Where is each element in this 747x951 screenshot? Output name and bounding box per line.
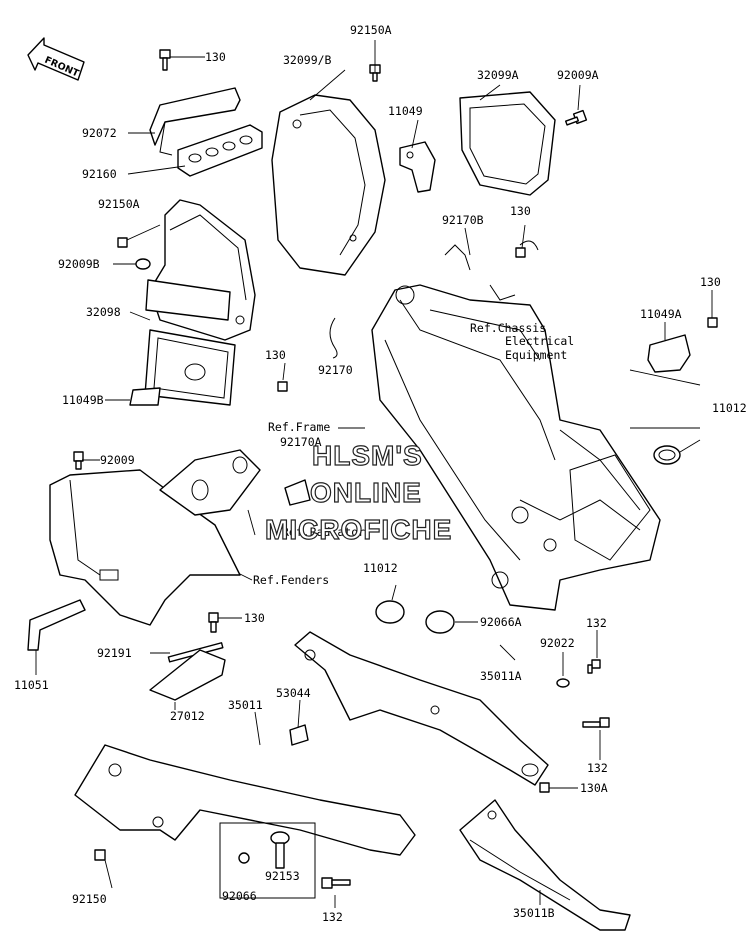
- bracket-35011b: [459, 799, 631, 931]
- label-92150: 92150: [72, 892, 107, 906]
- label-ref-fenders: Ref.Fenders: [253, 573, 329, 587]
- bolt-132-right-a: [587, 659, 601, 674]
- bracket-11049a: [647, 334, 691, 373]
- label-11049b: 11049B: [62, 393, 104, 407]
- label-130a: 130A: [580, 781, 608, 795]
- watermark: HLSM'S ONLINE MICROFICHE: [264, 439, 452, 545]
- battery-tray-11049b-plate: [145, 279, 231, 321]
- inset-box: [219, 822, 316, 899]
- label-27012: 27012: [170, 709, 205, 723]
- label-ref-equipment: Equipment: [505, 348, 567, 362]
- label-92191: 92191: [97, 646, 132, 660]
- bolt-130-lower: [208, 612, 219, 633]
- label-32098: 32098: [86, 305, 121, 319]
- label-53044: 53044: [276, 686, 311, 700]
- plug-11012-lower: [375, 600, 405, 624]
- bolt-92150a-left: [117, 237, 128, 248]
- label-92009a: 92009A: [557, 68, 599, 82]
- label-92066a: 92066A: [480, 615, 522, 629]
- label-132-c: 132: [322, 910, 343, 924]
- label-92022: 92022: [540, 636, 575, 650]
- bracket-27012: [149, 649, 226, 701]
- bolt-130-right: [707, 317, 718, 328]
- watermark-line-2: ONLINE: [310, 477, 422, 508]
- bolt-130-top: [159, 49, 171, 71]
- bolt-130-mid: [515, 247, 526, 258]
- label-130-lower: 130: [244, 611, 265, 625]
- label-130-left: 130: [265, 348, 286, 362]
- label-92160: 92160: [82, 167, 117, 181]
- fender-bracket: [49, 469, 241, 626]
- bolt-130-left-mid: [277, 381, 288, 392]
- leader-lines: [35, 40, 713, 908]
- side-cover-32099a: [459, 91, 556, 196]
- clamp-92170a: [284, 479, 311, 506]
- label-32099a: 32099A: [477, 68, 519, 82]
- label-92072: 92072: [82, 126, 117, 140]
- label-35011b: 35011B: [513, 906, 555, 920]
- battery-case-32098: [149, 199, 256, 341]
- label-130-mid: 130: [510, 204, 531, 218]
- label-ref-chassis: Ref.Chassis: [470, 321, 546, 335]
- label-ref-electrical: Electrical: [505, 334, 574, 348]
- label-130-right: 130: [700, 275, 721, 289]
- bolt-132-bottom: [321, 877, 351, 889]
- pad-53044: [289, 724, 309, 746]
- swing-arm-35011a: [294, 631, 549, 786]
- label-92150a-top: 92150A: [350, 23, 392, 37]
- side-cover-32099b: [271, 94, 386, 276]
- label-92170b: 92170B: [442, 213, 484, 227]
- holder-92160: [177, 124, 263, 177]
- plug-92066a: [425, 610, 455, 634]
- frame-main: [371, 284, 661, 611]
- clamp-92170b: [444, 240, 539, 301]
- watermark-line-3: MICROFICHE: [265, 514, 452, 545]
- bolt-92009a: [564, 109, 588, 126]
- label-35011: 35011: [228, 698, 263, 712]
- label-92170: 92170: [318, 363, 353, 377]
- label-11049: 11049: [388, 104, 423, 118]
- bolt-92009b: [135, 258, 151, 270]
- watermark-line-1: HLSM'S: [312, 440, 423, 471]
- bolt-132-right-b: [582, 717, 610, 728]
- label-130-top: 130: [205, 50, 226, 64]
- label-11012-lower: 11012: [363, 561, 398, 575]
- plug-11012-right: [653, 445, 681, 465]
- bracket-11049: [399, 141, 436, 193]
- bolt-92150-bottom: [94, 849, 106, 861]
- label-ref-radiator: Ref.Radiator: [282, 525, 365, 539]
- label-ref-frame: Ref.Frame: [268, 420, 330, 434]
- label-92009: 92009: [100, 453, 135, 467]
- bolt-92009: [73, 451, 84, 470]
- label-11049a: 11049A: [640, 307, 682, 321]
- label-132-a: 132: [586, 616, 607, 630]
- washer-92022: [556, 678, 570, 688]
- part-labels: 130 92072 92160 92150A 32099/B 11049 320…: [14, 23, 747, 924]
- bolt-130a: [539, 782, 550, 793]
- label-92009b: 92009B: [58, 257, 100, 271]
- label-35011a: 35011A: [480, 669, 522, 683]
- clamp-92170: [329, 317, 338, 359]
- label-11012-right: 11012: [712, 401, 747, 415]
- clip-11049b: [129, 387, 161, 406]
- radiator-cover: [159, 449, 261, 516]
- swing-arm-35011: [74, 744, 416, 856]
- battery-frame: [144, 329, 236, 406]
- label-32099b: 32099/B: [283, 53, 332, 67]
- label-92153: 92153: [265, 869, 300, 883]
- front-arrow-icon: FRONT: [27, 37, 85, 81]
- bracket-11051: [27, 599, 86, 651]
- label-132-b: 132: [587, 761, 608, 775]
- label-92150a-left: 92150A: [98, 197, 140, 211]
- label-11051: 11051: [14, 678, 49, 692]
- bracket-92072: [149, 87, 241, 156]
- label-92170a: 92170A: [280, 435, 322, 449]
- label-92066: 92066: [222, 889, 257, 903]
